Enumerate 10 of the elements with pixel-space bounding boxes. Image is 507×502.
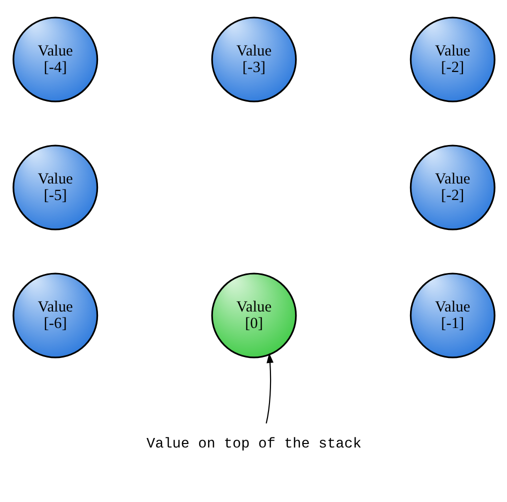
node-circle: Value [0] <box>210 272 296 358</box>
node-circle: Value [-2] <box>409 144 495 230</box>
node-circle: Value [-4] <box>12 16 98 102</box>
node-circle: Value [-6] <box>12 272 98 358</box>
node-circle: Value [-5] <box>12 144 98 230</box>
node-circle: Value [-3] <box>210 16 296 102</box>
node-circle: Value [-2] <box>409 16 495 102</box>
arrow <box>265 352 273 424</box>
node-circle: Value [-1] <box>409 272 495 358</box>
node-text: Value on top of the stack <box>146 436 361 452</box>
